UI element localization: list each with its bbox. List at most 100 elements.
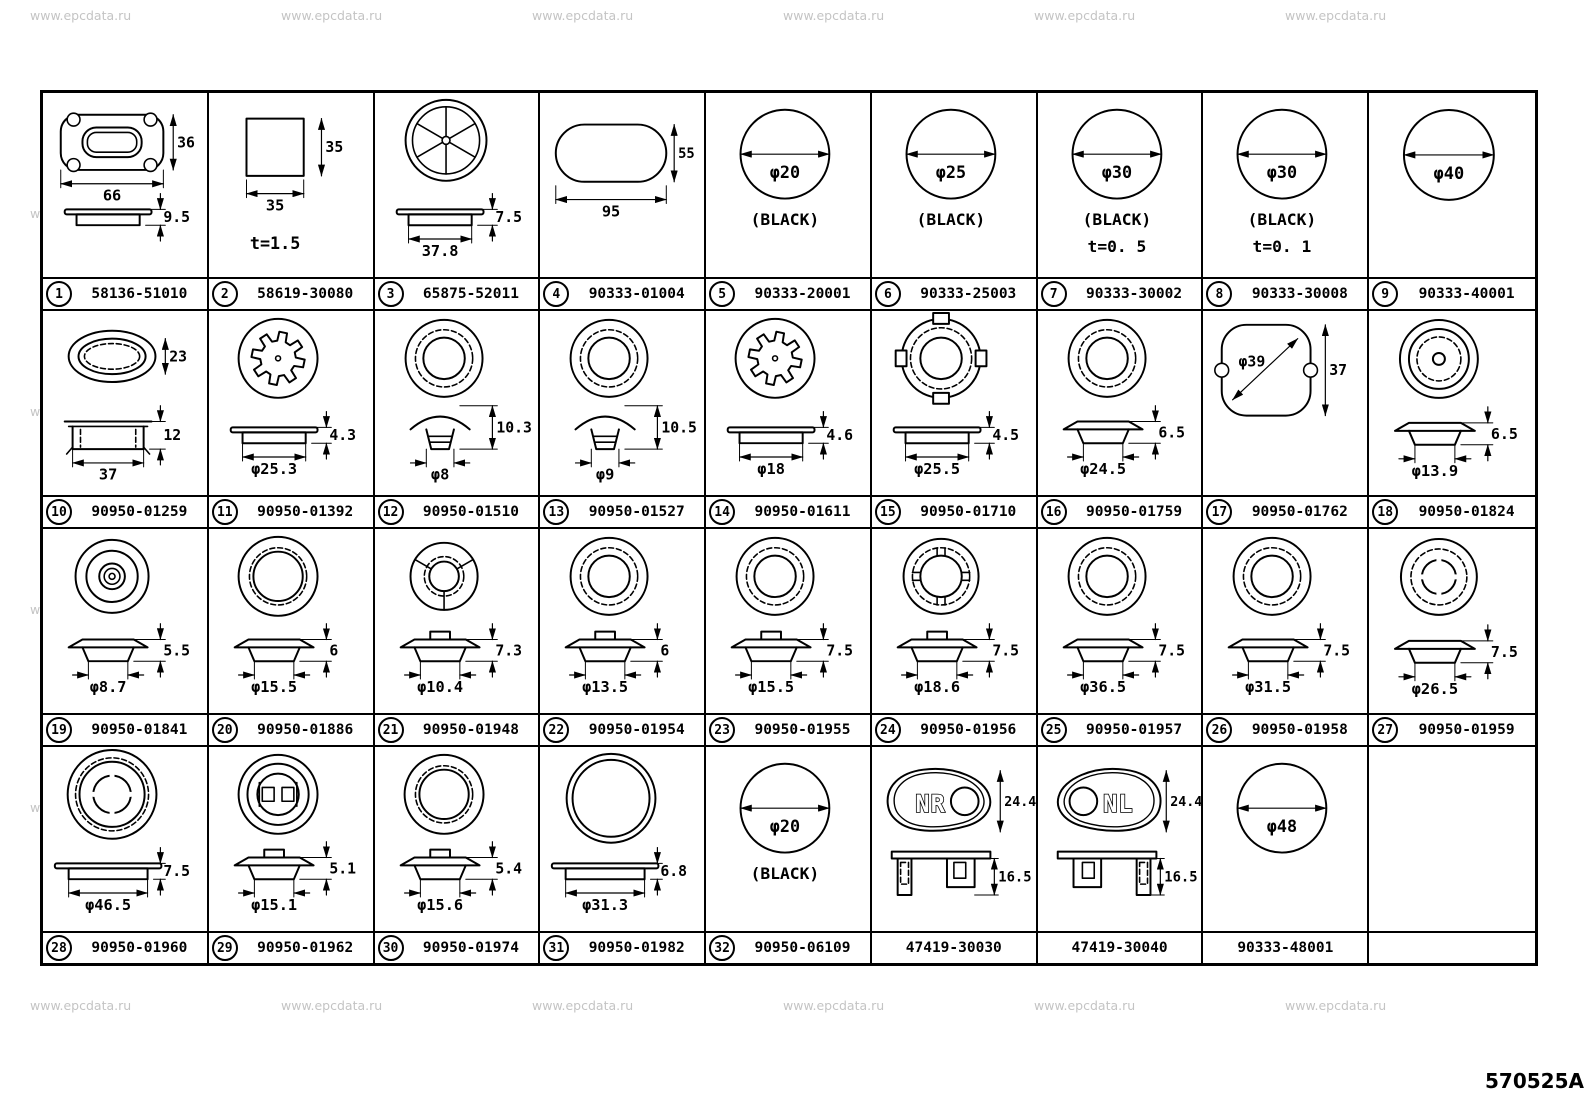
- svg-text:φ36.5: φ36.5: [1080, 678, 1126, 696]
- svg-text:φ40: φ40: [1434, 164, 1465, 184]
- item-number: 13: [543, 499, 570, 525]
- part-number: 90950-01886: [257, 722, 354, 738]
- svg-text:φ13.9: φ13.9: [1412, 462, 1459, 480]
- item-number: 24: [874, 717, 901, 743]
- item-number: 11: [211, 499, 238, 525]
- svg-text:6: 6: [661, 642, 670, 659]
- part-number: 90950-01974: [422, 940, 519, 956]
- svg-text:NR: NR: [915, 790, 945, 818]
- svg-text:7.5: 7.5: [826, 642, 853, 659]
- svg-text:(BLACK): (BLACK): [1248, 210, 1317, 229]
- svg-text:24.4: 24.4: [1170, 795, 1202, 810]
- part-drawing: 6.5 φ24.5: [1038, 311, 1202, 495]
- part-drawing: φ30(BLACK)t=0. 1: [1203, 93, 1367, 277]
- part-number: 90950-01957: [1086, 722, 1183, 738]
- part-number: 90950-01955: [754, 722, 851, 738]
- part-drawing: 7.5 φ46.5: [43, 747, 207, 931]
- item-number: 31: [543, 935, 570, 961]
- item-number: 9: [1372, 281, 1399, 307]
- item-number: 1: [46, 281, 72, 307]
- part-number: 90333-30002: [1086, 286, 1183, 302]
- svg-text:φ13.5: φ13.5: [582, 678, 628, 696]
- item-number: 25: [1040, 717, 1067, 743]
- item-number: 2: [211, 281, 238, 307]
- svg-text:t=1.5: t=1.5: [250, 233, 300, 253]
- svg-text:φ30: φ30: [1267, 162, 1297, 182]
- part-number: 90950-01762: [1251, 504, 1348, 520]
- svg-text:(BLACK): (BLACK): [751, 210, 820, 229]
- svg-text:φ20: φ20: [770, 816, 800, 836]
- part-number: 58136-51010: [91, 286, 188, 302]
- item-number: 22: [543, 717, 570, 743]
- svg-text:φ25: φ25: [936, 162, 966, 182]
- part-label: 3 65875-52011: [374, 277, 539, 309]
- svg-text:7.5: 7.5: [992, 642, 1019, 659]
- part-number: 65875-52011: [422, 286, 519, 302]
- svg-text:66: 66: [103, 187, 121, 205]
- item-number: 16: [1040, 499, 1067, 525]
- watermark: www.epcdata.ru: [1034, 998, 1136, 1013]
- item-number: 30: [377, 935, 404, 961]
- svg-text:φ26.5: φ26.5: [1412, 680, 1459, 698]
- part-label: 30 90950-01974: [374, 931, 539, 963]
- svg-text:7.5: 7.5: [1158, 642, 1185, 659]
- part-drawing: φ30(BLACK)t=0. 5: [1038, 93, 1202, 277]
- item-number: 3: [377, 281, 404, 307]
- part-label: 1 58136-51010: [43, 277, 207, 309]
- part-cell-empty: [1369, 747, 1535, 963]
- svg-text:7.5: 7.5: [1324, 642, 1351, 659]
- part-drawing: φ20(BLACK): [706, 93, 870, 277]
- svg-text:10.3: 10.3: [496, 419, 532, 436]
- svg-text:φ10.4: φ10.4: [417, 678, 463, 696]
- svg-text:4.6: 4.6: [826, 427, 853, 444]
- svg-text:7.5: 7.5: [495, 209, 522, 226]
- part-cell-90950-01957: 7.5 φ36.5 25 90950-01957: [1037, 529, 1204, 747]
- svg-text:6.5: 6.5: [1158, 424, 1185, 441]
- item-number: 21: [377, 717, 404, 743]
- svg-text:φ24.5: φ24.5: [1080, 460, 1126, 478]
- watermark: www.epcdata.ru: [783, 998, 885, 1013]
- watermark: www.epcdata.ru: [30, 8, 132, 23]
- item-number: 15: [874, 499, 901, 525]
- part-number: 47419-30040: [1071, 940, 1168, 956]
- item-number: 8: [1206, 281, 1233, 307]
- part-number: 90950-01982: [588, 940, 685, 956]
- svg-text:(BLACK): (BLACK): [751, 864, 820, 883]
- item-number: 20: [211, 717, 238, 743]
- svg-text:φ46.5: φ46.5: [85, 896, 131, 914]
- svg-text:7.5: 7.5: [163, 863, 190, 880]
